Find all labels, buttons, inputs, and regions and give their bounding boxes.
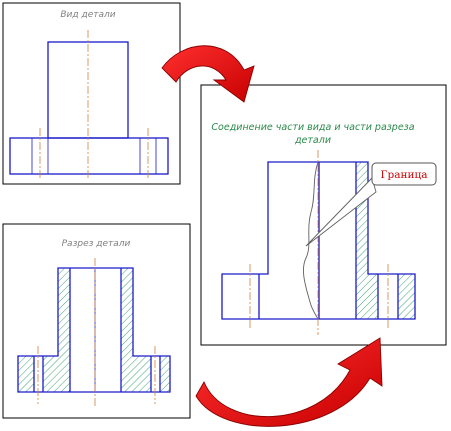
section-hatching [18, 268, 170, 392]
arrow-view-to-combined [161, 45, 255, 103]
arrow-section-to-combined [195, 337, 383, 427]
panel-view-frame [2, 2, 181, 185]
arrow-bottom-body [195, 337, 383, 427]
view-flange [9, 137, 169, 175]
combined-part [221, 161, 416, 320]
panel-view: Вид детали [2, 2, 181, 185]
combined-centerlines [249, 150, 389, 335]
panel-combined-title-2: детали [294, 135, 331, 146]
view-centerlines [39, 30, 149, 180]
section-centerlines [37, 258, 156, 408]
panel-combined-title-1: Соединение части вида и части разреза [211, 122, 414, 133]
boundary-wavy-line [303, 161, 319, 320]
panel-view-title: Вид детали [60, 10, 115, 20]
panel-combined: Соединение части вида и части разреза де… [200, 84, 447, 346]
section-part [17, 267, 171, 393]
panel-section-title: Разрез детали [62, 239, 131, 249]
view-hole-lines [31, 138, 157, 174]
callout-box [371, 162, 437, 186]
callout-label: Граница [381, 169, 428, 181]
arrow-top-body [161, 45, 255, 103]
panel-section: Разрез детали [2, 223, 191, 419]
